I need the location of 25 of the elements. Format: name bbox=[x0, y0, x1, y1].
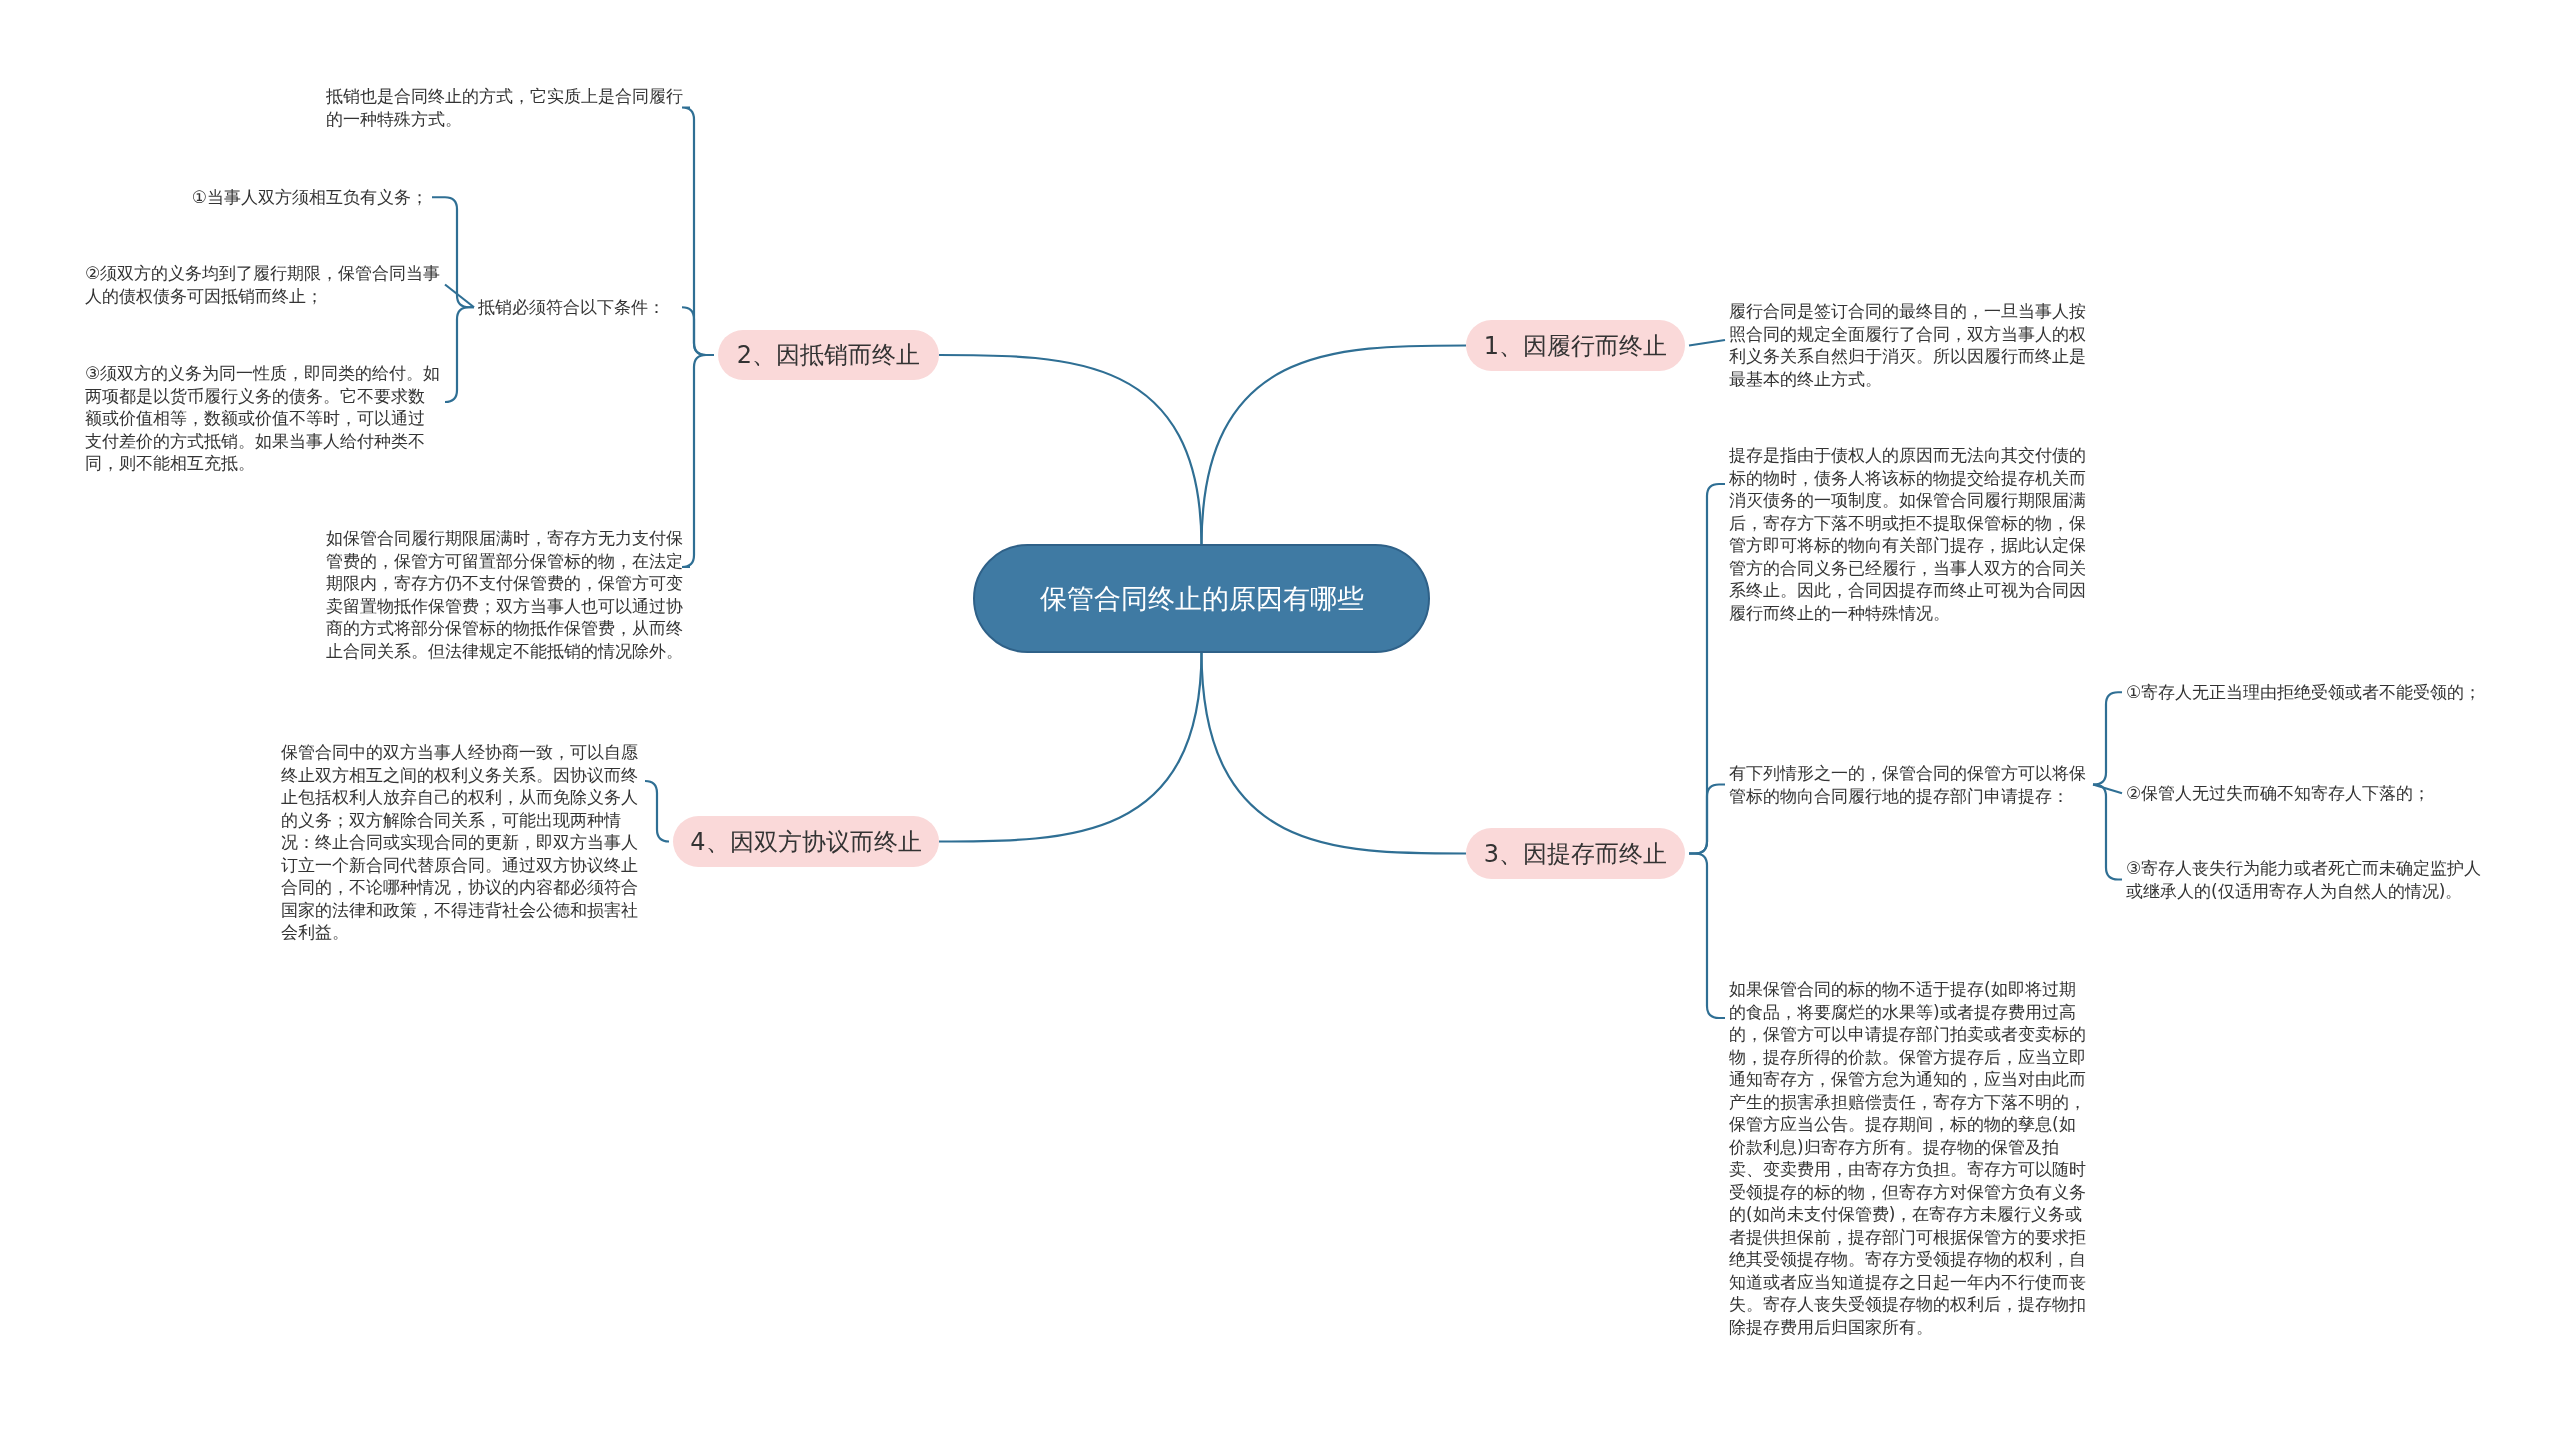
connector-line bbox=[1688, 338, 1726, 347]
branch-topic: 3、因提存而终止 bbox=[1466, 828, 1685, 879]
topic-text: 保管合同中的双方当事人经协商一致，可以自愿终止双方相互之间的权利义务关系。因协议而终止包括权利人放弃自己的权利，从而免除义务人的义务；双方解除合同关系，可能出现两种情况：终止合同或实现合同的更新，即双方当事人订立一个新合同代替原合同。通过双方协议终止合同的，不论哪种情况，协议的内容都必须符合国家的法律和政策，不得违背社会公德和损害社会利益。 bbox=[281, 741, 641, 944]
connector-line bbox=[939, 650, 1203, 843]
topic-text: 抵销也是合同终止的方式，它实质上是合同履行的一种特殊方式。 bbox=[326, 85, 686, 130]
topic-text: ①寄存人无正当理由拒绝受领或者不能受领的； bbox=[2126, 681, 2488, 704]
connector-line bbox=[444, 283, 475, 309]
topic-text: 提存是指由于债权人的原因而无法向其交付债的标的物时，债务人将该标的物提交给提存机关而消灭债务的一项制度。如保管合同履行期限届满后，寄存方下落不明或拒不提取保管标的物，保管方即可将标的物向有关部门提存，据此认定保管方的合同义务已经履行，当事人双方的合同关系终止。因此，合同因提存而终止可视为合同因履行而终止的一种特殊情况。 bbox=[1729, 444, 2089, 624]
topic-text: ①当事人双方须相互负有义务； bbox=[180, 186, 428, 209]
topic-text: 如果保管合同的标的物不适于提存(如即将过期的食品，将要腐烂的水果等)或者提存费用过高的，保管方可以申请提存部门拍卖或者变卖标的物，提存所得的价款。保管方提存后，应当立即通知寄存方，保管方怠为通知的，应当对由此而产生的损害承担赔偿责任，寄存方下落不明的，保管方应当公告。提存期间，标的物的孳息(如价款利息)归寄存方所有。提存物的保管及拍卖、变卖费用，由寄存方负担。寄存方可以随时受领提存的标的物，但寄存方对保管方负有义务的(如尚未支付保管费)，在寄存方未履行义务或者提供担保前，提存部门可根据保管方的要求拒绝其受领提存物。寄存方受领提存物的权利，自知道或者应当知道提存之日起一年内不行使而丧失。寄存人丧失受领提存物的权利后，提存物扣除提存费用后归国家所有。 bbox=[1729, 978, 2089, 1338]
topic-text: 如保管合同履行期限届满时，寄存方无力支付保管费的，保管方可留置部分保管标的物，在法定期限内，寄存方仍不支付保管费的，保管方可变卖留置物抵作保管费；双方当事人也可以通过协商的方式将部分保管标的物抵作保管费，从而终止合同关系。但法律规定不能抵销的情况除外。 bbox=[326, 527, 686, 662]
topic-text: ③寄存人丧失行为能力或者死亡而未确定监护人或继承人的(仅适用寄存人为自然人的情况)。 bbox=[2126, 857, 2488, 902]
topic-text: ②保管人无过失而确不知寄存人下落的； bbox=[2126, 782, 2488, 805]
connector-line bbox=[443, 306, 474, 404]
topic-text: ②须双方的义务均到了履行期限，保管合同当事人的债权债务可因抵销而终止； bbox=[85, 262, 441, 307]
topic-text: 抵销必须符合以下条件： bbox=[478, 296, 678, 319]
connector-line bbox=[643, 779, 671, 843]
branch-topic: 4、因双方协议而终止 bbox=[673, 816, 939, 867]
topic-text: ③须双方的义务为同一性质，即同类的给付。如两项都是以货币履行义务的债务。它不要求数额或价值相等，数额或价值不等时，可以通过支付差价的方式抵销。如果当事人给付种类不同，则不能相互充抵。 bbox=[85, 362, 441, 475]
topic-text: 履行合同是签订合同的最终目的，一旦当事人按照合同的规定全面履行了合同，双方当事人的权利义务关系自然归于消灭。所以因履行而终止是最基本的终止方式。 bbox=[1729, 300, 2089, 390]
topic-text: 有下列情形之一的，保管合同的保管方可以将保管标的物向合同履行地的提存部门申请提存： bbox=[1729, 762, 2089, 807]
connector-line bbox=[939, 353, 1203, 547]
central-topic: 保管合同终止的原因有哪些 bbox=[973, 544, 1430, 653]
branch-topic: 2、因抵销而终止 bbox=[718, 330, 939, 380]
branch-topic: 1、因履行而终止 bbox=[1466, 320, 1685, 371]
